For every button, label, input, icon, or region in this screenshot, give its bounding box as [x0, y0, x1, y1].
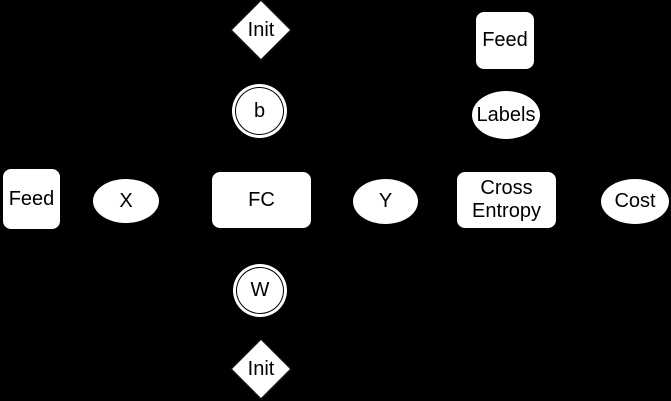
node-init-top: Init [230, 0, 292, 61]
node-label: Cost [614, 190, 656, 212]
node-x: X [92, 178, 160, 224]
node-label: Feed [482, 29, 528, 51]
node-w-variable: W [232, 263, 288, 318]
node-label: W [250, 279, 270, 301]
node-y: Y [352, 178, 419, 225]
node-cross-entropy: Cross Entropy [456, 171, 557, 229]
node-label: Labels [476, 103, 536, 126]
node-label: b [253, 99, 266, 122]
node-b-variable: b [231, 83, 288, 139]
node-feed-left: Feed [2, 168, 61, 230]
node-label: Init [247, 357, 275, 380]
node-label: X [119, 189, 133, 212]
node-cost: Cost [600, 178, 670, 225]
node-label: FC [248, 188, 275, 211]
node-label: Init [247, 18, 275, 41]
node-fc: FC [211, 171, 312, 229]
node-label: Y [378, 190, 393, 212]
node-labels: Labels [471, 90, 541, 140]
node-label: Feed [8, 187, 55, 210]
node-init-bottom: Init [230, 338, 292, 400]
node-label: Cross Entropy [472, 177, 541, 222]
node-feed-top: Feed [475, 11, 535, 70]
